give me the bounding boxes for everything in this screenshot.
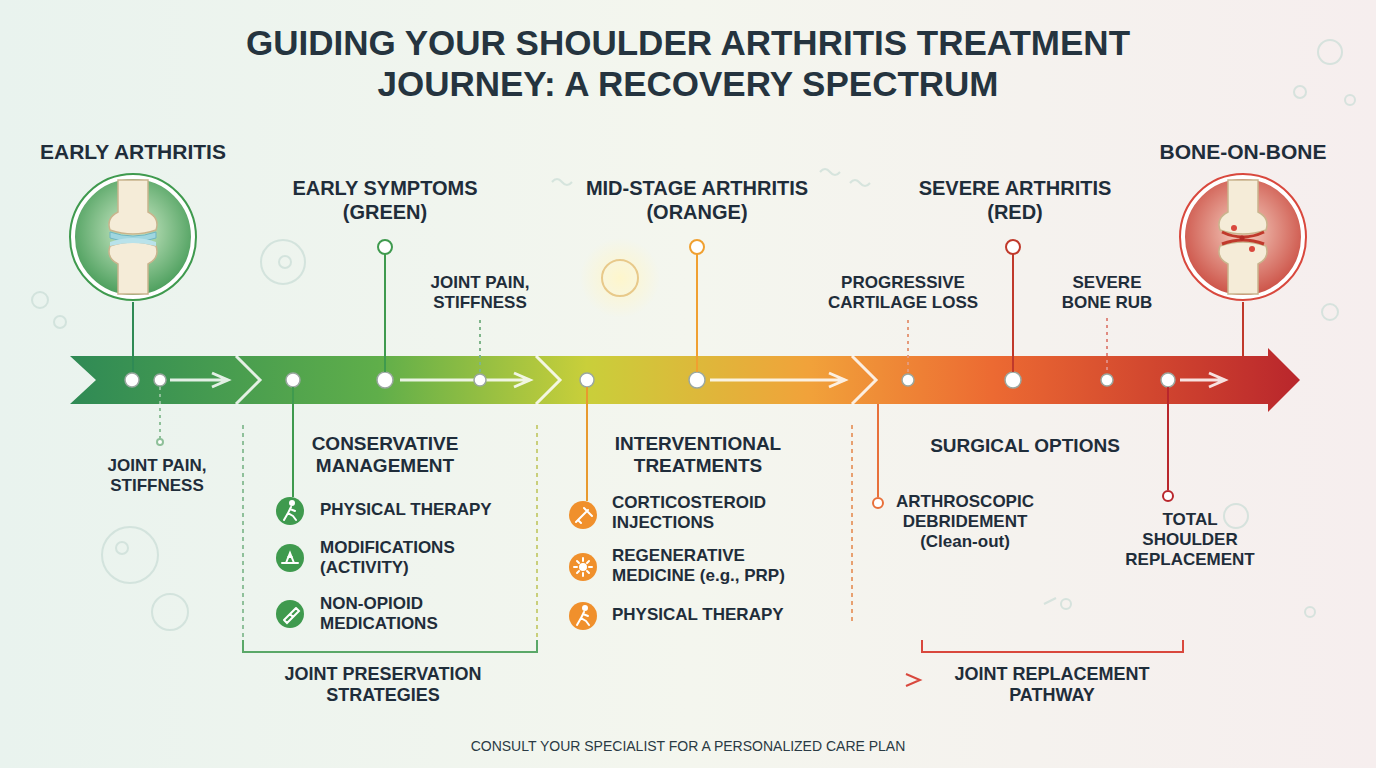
group-heading: INTERVENTIONAL TREATMENTS bbox=[583, 433, 813, 478]
joint-illustration bbox=[1178, 172, 1308, 302]
pathway-label: JOINT REPLACEMENT PATHWAY bbox=[932, 664, 1172, 706]
caption: CONSULT YOUR SPECIALIST FOR A PERSONALIZ… bbox=[338, 738, 1038, 755]
stage-heading: MID-STAGE ARTHRITIS (ORANGE) bbox=[557, 177, 837, 224]
symptom-label: SEVERE BONE RUB bbox=[1047, 273, 1167, 313]
treatment-item: PHYSICAL THERAPY bbox=[320, 500, 520, 520]
treatment-item: TOTAL SHOULDER REPLACEMENT bbox=[1120, 510, 1260, 570]
treatment-item: ARTHROSCOPIC DEBRIDEMENT (Clean-out) bbox=[883, 492, 1048, 552]
stage-heading: EARLY SYMPTOMS (GREEN) bbox=[270, 177, 500, 224]
joint-circle: EARLY ARTHRITIS bbox=[23, 140, 243, 305]
treatment-item: REGENERATIVE MEDICINE (e.g., PRP) bbox=[612, 546, 822, 586]
joint-illustration bbox=[68, 172, 198, 302]
stage-heading: BONE-ON-BONE bbox=[1133, 140, 1353, 164]
symptom-label: JOINT PAIN, STIFFNESS bbox=[87, 456, 227, 496]
group-heading: SURGICAL OPTIONS bbox=[895, 435, 1155, 457]
diagram-title: GUIDING YOUR SHOULDER ARTHRITIS TREATMEN… bbox=[238, 22, 1138, 105]
spectrum-arrow bbox=[70, 348, 1300, 412]
stage-heading: SEVERE ARTHRITIS (RED) bbox=[895, 177, 1135, 224]
group-heading: CONSERVATIVE MANAGEMENT bbox=[280, 433, 490, 478]
stage-heading: EARLY ARTHRITIS bbox=[23, 140, 243, 164]
treatment-item: MODIFICATIONS (ACTIVITY) bbox=[320, 538, 505, 578]
treatment-item: PHYSICAL THERAPY bbox=[612, 605, 812, 625]
joint-circle: BONE-ON-BONE bbox=[1133, 140, 1353, 305]
pathway-label: JOINT PRESERVATION STRATEGIES bbox=[253, 664, 513, 706]
treatment-item: NON-OPIOID MEDICATIONS bbox=[320, 594, 510, 634]
background-cells bbox=[32, 40, 1355, 630]
treatment-item: CORTICOSTEROID INJECTIONS bbox=[612, 493, 812, 533]
symptom-label: PROGRESSIVE CARTILAGE LOSS bbox=[818, 273, 988, 313]
symptom-label: JOINT PAIN, STIFFNESS bbox=[415, 273, 545, 313]
